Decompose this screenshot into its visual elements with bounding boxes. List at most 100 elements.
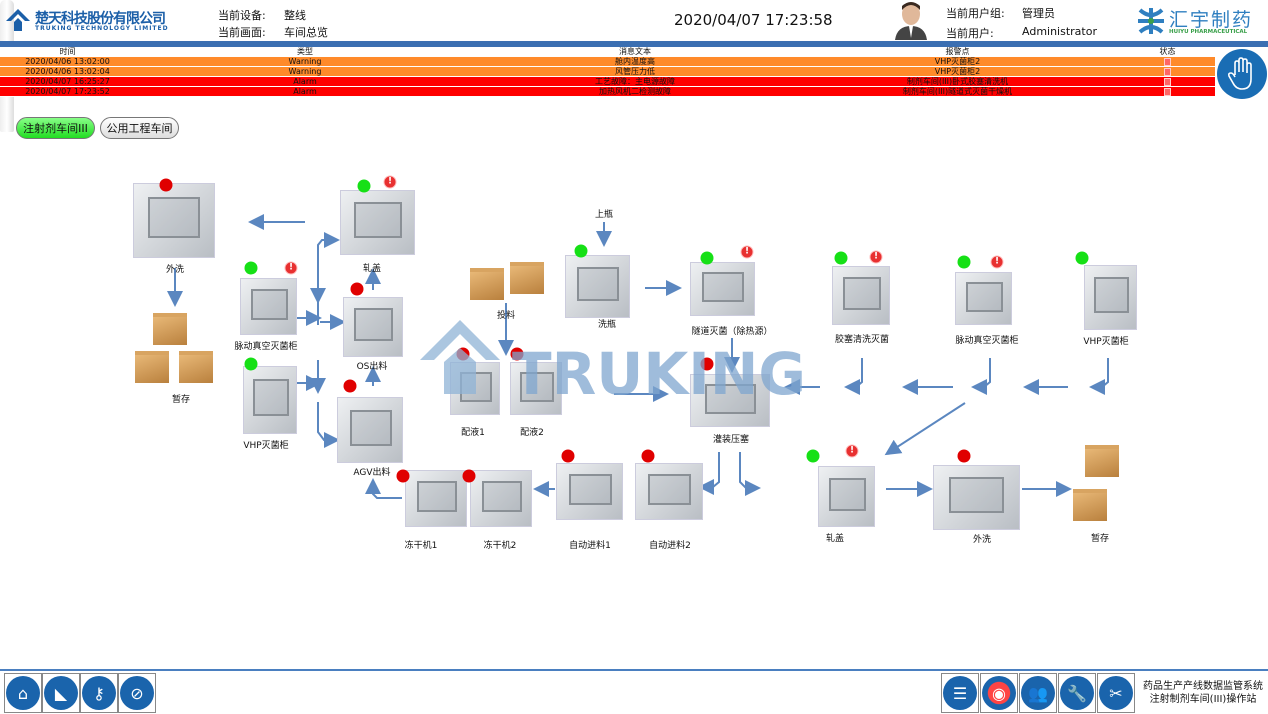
box-icon bbox=[470, 268, 504, 300]
col-message[interactable]: 消息文本 bbox=[619, 47, 651, 56]
tab-utility-workshop[interactable]: 公用工程车间 bbox=[100, 117, 179, 139]
alarm-point: VHP灭菌柜2 bbox=[934, 67, 981, 76]
status-icon bbox=[1164, 57, 1171, 66]
equipment-image[interactable] bbox=[240, 278, 297, 335]
equipment-label: 自动进料1 bbox=[569, 541, 611, 551]
status-light-stopped bbox=[957, 449, 971, 463]
home-button[interactable]: ⌂ bbox=[4, 673, 42, 713]
satellite-button[interactable]: ◣ bbox=[42, 673, 80, 713]
equipment-label: 隧道灭菌（除热源） bbox=[691, 327, 773, 337]
user-value: Administrator bbox=[1022, 25, 1097, 38]
equipment-image[interactable] bbox=[955, 272, 1012, 325]
equipment-image[interactable] bbox=[690, 374, 770, 427]
alarm-list-button[interactable]: ☰ bbox=[941, 673, 979, 713]
equipment-label: 胶塞清洗灭菌 bbox=[834, 335, 890, 345]
equipment-image[interactable] bbox=[450, 362, 500, 415]
truking-logo: 楚天科技股份有限公司 TRUKING TECHNOLOGY LIMITED bbox=[5, 8, 177, 32]
header-divider bbox=[0, 41, 1268, 47]
scissors-button[interactable]: ✂ bbox=[1097, 673, 1135, 713]
alarm-point: 制剂车间(III)卧式胶塞清洗机 bbox=[906, 77, 1009, 86]
alarm-warning-icon[interactable]: ! bbox=[869, 250, 883, 264]
equipment-image[interactable] bbox=[405, 470, 467, 527]
equipment-image[interactable] bbox=[690, 262, 755, 316]
col-point[interactable]: 报警点 bbox=[945, 47, 970, 56]
device-label: 当前设备: bbox=[218, 9, 266, 22]
satellite-icon: ◣ bbox=[44, 676, 78, 710]
status-light-running bbox=[834, 251, 848, 265]
users-icon: 👥 bbox=[1021, 676, 1055, 710]
company-name-en: TRUKING TECHNOLOGY LIMITED bbox=[35, 25, 169, 32]
user-label: 当前用户: bbox=[946, 27, 994, 40]
equipment-image[interactable] bbox=[1084, 265, 1137, 330]
equipment-label: 脉动真空灭菌柜 bbox=[955, 336, 1019, 346]
equipment-label: VHP灭菌柜 bbox=[1083, 337, 1129, 347]
box-icon bbox=[135, 351, 169, 383]
datetime: 2020/04/07 17:23:58 bbox=[674, 11, 833, 29]
status-light-stopped bbox=[456, 347, 470, 361]
equipment-image[interactable] bbox=[565, 255, 630, 318]
equipment-image[interactable] bbox=[470, 470, 532, 527]
col-type[interactable]: 类型 bbox=[297, 47, 313, 56]
key-disabled-button[interactable]: ⊘ bbox=[118, 673, 156, 713]
client-name: 汇宇制药 bbox=[1169, 9, 1254, 31]
status-light-running bbox=[700, 251, 714, 265]
alarm-list-icon: ☰ bbox=[943, 676, 977, 710]
alarm-warning-icon[interactable]: ! bbox=[383, 175, 397, 189]
equipment-label: 轧盖 bbox=[362, 264, 382, 274]
status-icon bbox=[1164, 67, 1171, 76]
alarm-message: 风管压力低 bbox=[615, 67, 655, 76]
flow-arrow bbox=[884, 402, 966, 456]
col-status[interactable]: 状态 bbox=[1159, 47, 1176, 56]
equipment-image[interactable] bbox=[343, 297, 403, 357]
client-name-en: HUIYU PHARMACEUTICAL bbox=[1169, 29, 1248, 35]
equipment-label: 配液1 bbox=[461, 428, 485, 438]
equipment-label: 自动进料2 bbox=[649, 541, 691, 551]
equipment-label: 投料 bbox=[496, 311, 516, 321]
alarm-warning-icon[interactable]: ! bbox=[740, 245, 754, 259]
equipment-image[interactable] bbox=[832, 266, 890, 325]
equipment-image[interactable] bbox=[243, 366, 297, 434]
scissors-icon: ✂ bbox=[1099, 676, 1133, 710]
alarm-point: 制剂车间(III)隧道式灭菌干燥机 bbox=[902, 87, 1013, 96]
usergroup-label: 当前用户组: bbox=[946, 7, 1005, 20]
alarm-warning-icon[interactable]: ! bbox=[845, 444, 859, 458]
user-avatar bbox=[895, 2, 927, 40]
box-icon bbox=[153, 313, 187, 345]
equipment-label: 冻干机2 bbox=[483, 541, 517, 551]
hand-icon bbox=[1227, 57, 1252, 90]
alarm-message: 加热风机二检测故障 bbox=[599, 87, 671, 96]
alarm-time: 2020/04/07 17:23:52 bbox=[25, 87, 110, 96]
alarm-bell-button[interactable]: ◉ bbox=[980, 673, 1018, 713]
tab-injection-workshop[interactable]: 注射剂车间III bbox=[16, 117, 95, 139]
equipment-image[interactable] bbox=[818, 466, 875, 527]
equipment-image[interactable] bbox=[556, 463, 623, 520]
equipment-image[interactable] bbox=[635, 463, 703, 520]
bottle-icon bbox=[0, 88, 14, 132]
equipment-image[interactable] bbox=[933, 465, 1020, 530]
home-icon: ⌂ bbox=[6, 676, 40, 710]
equipment-label: 外洗 bbox=[972, 535, 992, 545]
equipment-label: 脉动真空灭菌柜 bbox=[234, 342, 298, 352]
status-icon bbox=[1164, 87, 1171, 96]
alarm-warning-icon[interactable]: ! bbox=[284, 261, 298, 275]
col-time[interactable]: 时间 bbox=[59, 47, 76, 56]
alarm-acknowledge-button[interactable] bbox=[1217, 49, 1267, 99]
key-button[interactable]: ⚷ bbox=[80, 673, 118, 713]
tools-button[interactable]: 🔧 bbox=[1058, 673, 1096, 713]
equipment-image[interactable] bbox=[340, 190, 415, 255]
alarm-warning-icon[interactable]: ! bbox=[990, 255, 1004, 269]
equipment-label: 轧盖 bbox=[825, 534, 845, 544]
equipment-image[interactable] bbox=[337, 397, 403, 463]
screen-label: 当前画面: bbox=[218, 26, 266, 39]
flow-arrow bbox=[1089, 358, 1109, 395]
flow-arrow bbox=[365, 478, 402, 499]
equipment-image[interactable] bbox=[133, 183, 215, 258]
flow-arrow bbox=[844, 358, 863, 395]
users-button[interactable]: 👥 bbox=[1019, 673, 1057, 713]
equipment-image[interactable] bbox=[510, 362, 562, 415]
